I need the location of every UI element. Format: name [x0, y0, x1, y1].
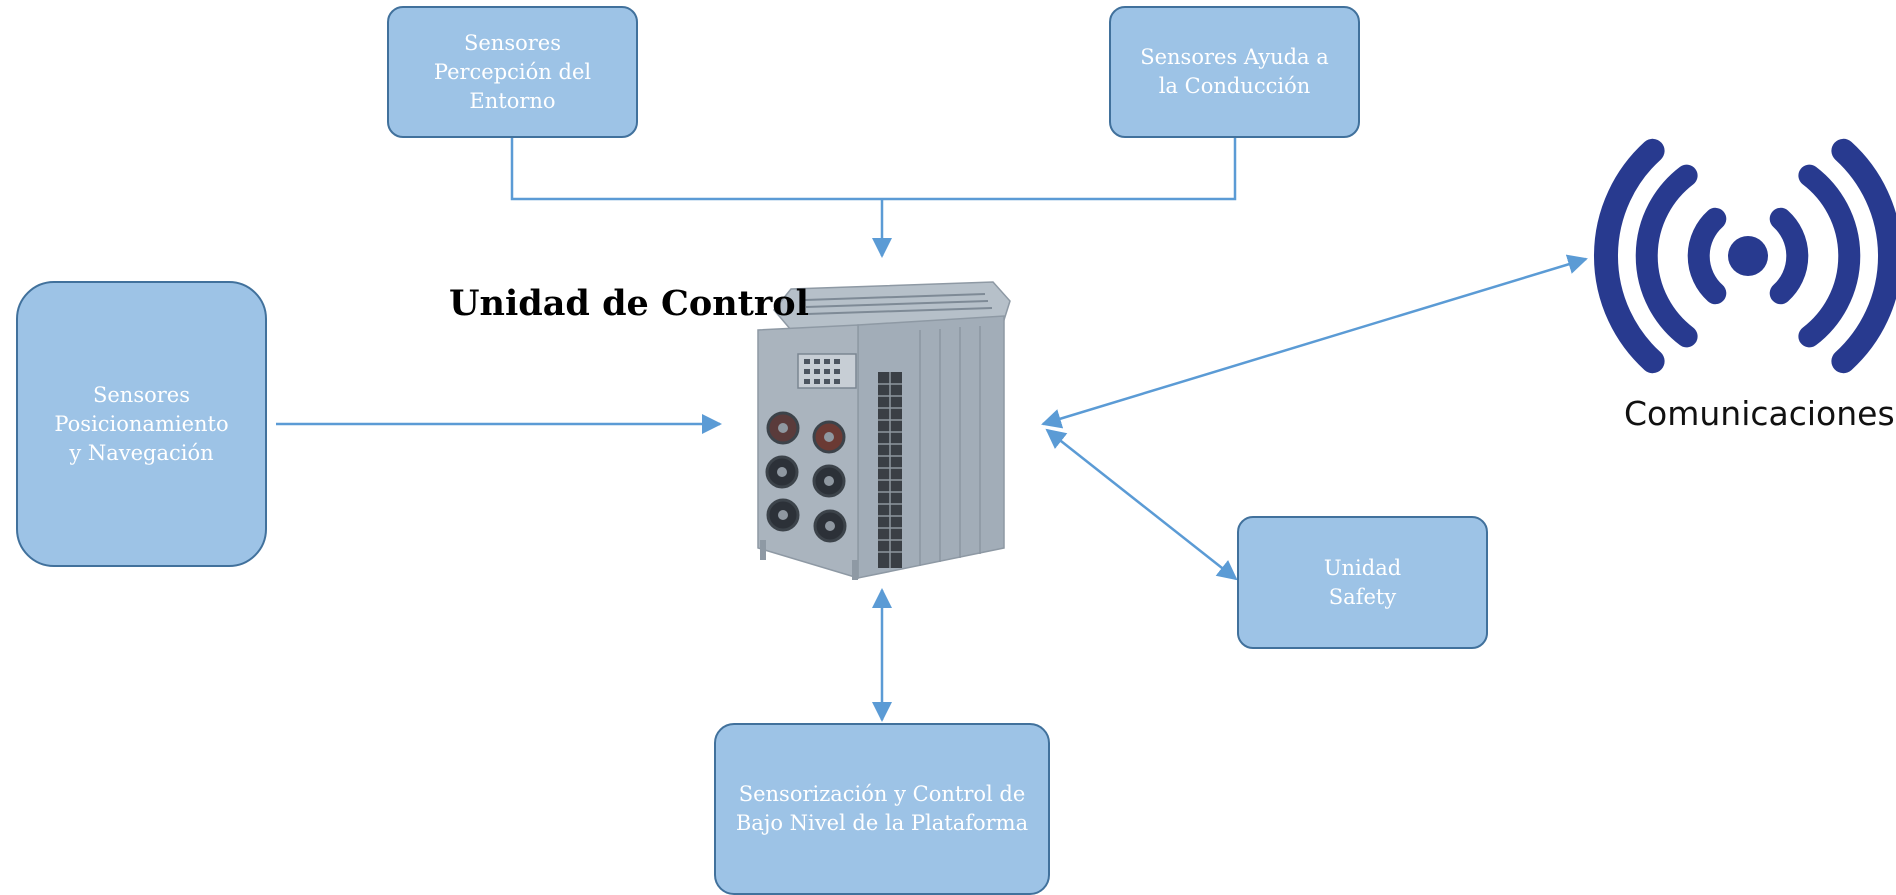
- node-sensores-posicionamiento-label: Sensores Posicionamiento y Navegación: [54, 382, 229, 465]
- node-sensores-ayuda: Sensores Ayuda a la Conducción: [1109, 6, 1360, 138]
- node-sensores-posicionamiento: Sensores Posicionamiento y Navegación: [16, 281, 267, 567]
- control-unit-title: Unidad de Control: [449, 283, 809, 324]
- node-sensores-ayuda-label: Sensores Ayuda a la Conducción: [1140, 45, 1329, 98]
- arrow-control-safety: [1045, 428, 1238, 581]
- arrow-control-comunicaciones: [1041, 254, 1588, 429]
- node-unidad-safety-label: Unidad Safety: [1323, 555, 1402, 609]
- node-unidad-safety: Unidad Safety: [1237, 516, 1488, 649]
- control-unit-device-image: [757, 281, 1011, 580]
- node-sensorizacion-bajo-nivel-label: Sensorización y Control de Bajo Nivel de…: [735, 782, 1029, 835]
- connector-percepcion: [510, 138, 882, 201]
- comunicaciones-label: Comunicaciones: [1624, 394, 1895, 433]
- node-sensores-percepcion-label: Sensores Percepción del Entorno: [433, 30, 592, 113]
- wireless-signal-icon: [1593, 138, 1896, 374]
- node-sensores-percepcion: Sensores Percepción del Entorno: [387, 6, 638, 138]
- connector-ayuda: [882, 138, 1237, 201]
- node-sensorizacion-bajo-nivel: Sensorización y Control de Bajo Nivel de…: [714, 723, 1050, 895]
